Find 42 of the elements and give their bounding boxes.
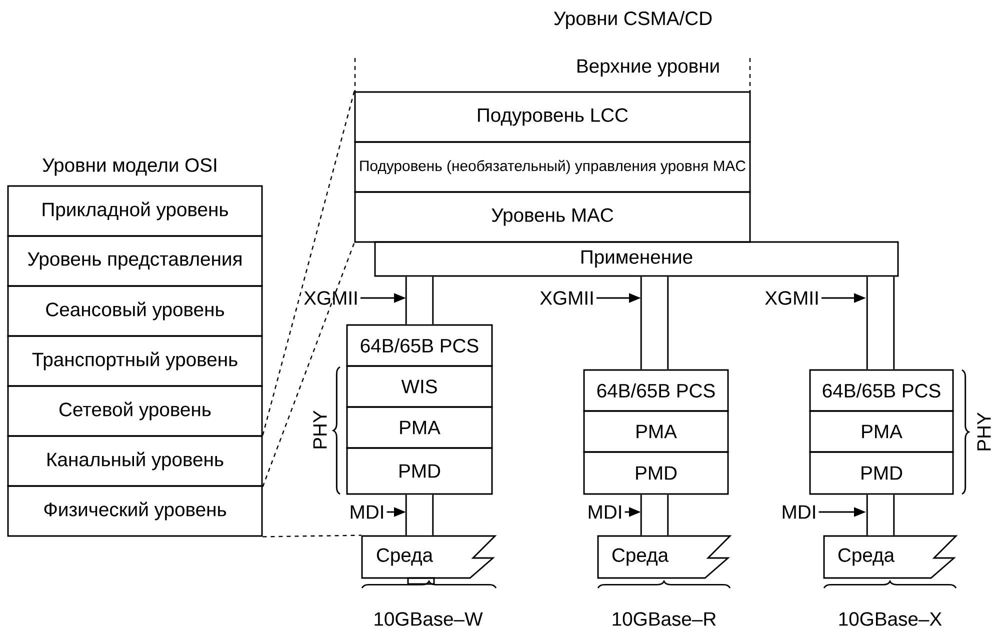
layer-box: PMA: [346, 406, 493, 449]
layer-box: Физический уровень: [7, 485, 263, 537]
layer-box: PMA: [583, 410, 729, 453]
interface-label: XGMII: [304, 291, 357, 305]
interface-label: MDI: [588, 505, 621, 519]
layer-box: PMD: [346, 447, 493, 495]
bus-line: [866, 494, 895, 536]
bus-line: [866, 276, 895, 370]
standard-label: 10GBase–W: [374, 612, 483, 626]
layer-box: Сетевой уровень: [7, 385, 263, 437]
standard-label: 10GBase–X: [839, 612, 942, 626]
layer-box: PMD: [583, 451, 729, 495]
heading: Уровни CSMA/CD: [554, 11, 712, 30]
layer-box: PMA: [809, 410, 954, 453]
layer-box: Подуровень LCC: [354, 91, 751, 143]
mapping-line: [262, 242, 355, 487]
layer-box: 64B/65B PCS: [346, 324, 493, 367]
interface-label: MDI: [350, 505, 383, 519]
interface-label: XGMII: [765, 291, 818, 305]
layer-box: PMD: [809, 451, 954, 495]
standard-label: 10GBase–R: [612, 612, 716, 626]
layer-box: Канальный уровень: [7, 435, 263, 487]
interface-label: XGMII: [540, 291, 593, 305]
bus-line: [640, 494, 669, 536]
layer-box: Уровень представления: [7, 235, 263, 287]
mapping-line: [262, 534, 362, 538]
phy-label: PHY: [977, 412, 991, 450]
bus-line: [640, 276, 669, 370]
layer-box: Применение: [374, 241, 899, 277]
layer-box: Транспортный уровень: [7, 335, 263, 387]
bus-line: [405, 494, 434, 536]
layer-box: 64B/65B PCS: [583, 369, 729, 412]
bus-line: [405, 276, 434, 324]
layer-box: 64B/65B PCS: [809, 369, 954, 412]
layer-box: WIS: [346, 365, 493, 408]
layer-box: Уровень MAC: [354, 191, 751, 243]
layer-box: Подуровень (необязательный) управления уровня MAC: [354, 141, 751, 193]
layer-box: Сеансовый уровень: [7, 285, 263, 337]
layer-box: Прикладной уровень: [7, 185, 263, 237]
interface-label: MDI: [782, 505, 815, 519]
phy-label: PHY: [313, 410, 327, 448]
mapping-line: [262, 91, 355, 436]
